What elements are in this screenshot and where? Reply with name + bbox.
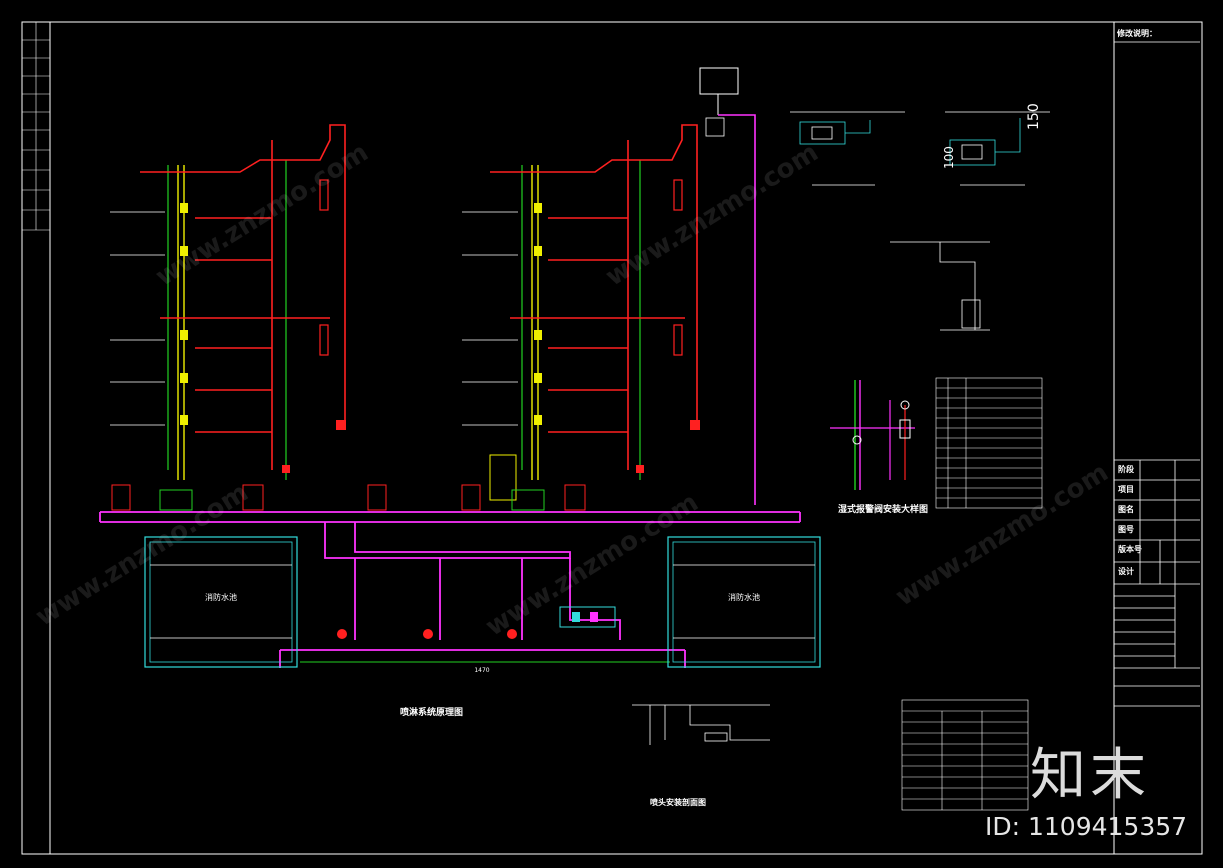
title-block-row-label: 版本号 [1118,545,1142,554]
pipe-table [901,699,1029,811]
left-tank-label: 消防水池 [205,592,237,602]
sprinkler-section [632,704,770,745]
alarm-valve-detail [830,380,915,490]
inner-frame [49,21,1115,855]
title-block-row-label: 图号 [1118,525,1134,534]
binding-strip [22,22,50,231]
dim-150: 150 [1026,103,1042,130]
legend-table-frame [935,377,1043,509]
right-riser-system [461,124,700,511]
water-tanks [144,536,821,668]
revision-label: 修改说明： [1117,29,1157,38]
title-block-row-label: 项目 [1118,485,1134,494]
left-riser-system [110,124,387,511]
center-title: 喷淋系统原理图 [400,708,464,718]
detail-title: 喷头安装剖面图 [650,798,706,807]
legend-table [935,377,1043,509]
pumps [300,606,670,663]
dim-100: 100 [942,146,956,169]
title-block [1114,41,1200,707]
roof-tank [699,67,756,505]
id-tag: ID: 1109415357 [985,812,1188,841]
title-block-row-label: 图名 [1118,505,1134,514]
pipe-length-label: 1470 [474,667,489,674]
ceiling-details [790,111,1050,331]
right-tank-label: 消防水池 [728,592,760,602]
valve-detail-title: 湿式报警阀安装大样图 [838,505,929,515]
title-block-row-label: 阶段 [1118,465,1134,474]
title-block-row-label: 设计 [1118,567,1134,576]
brand-logo: 知末 [1030,743,1150,808]
magenta-main [99,511,801,668]
